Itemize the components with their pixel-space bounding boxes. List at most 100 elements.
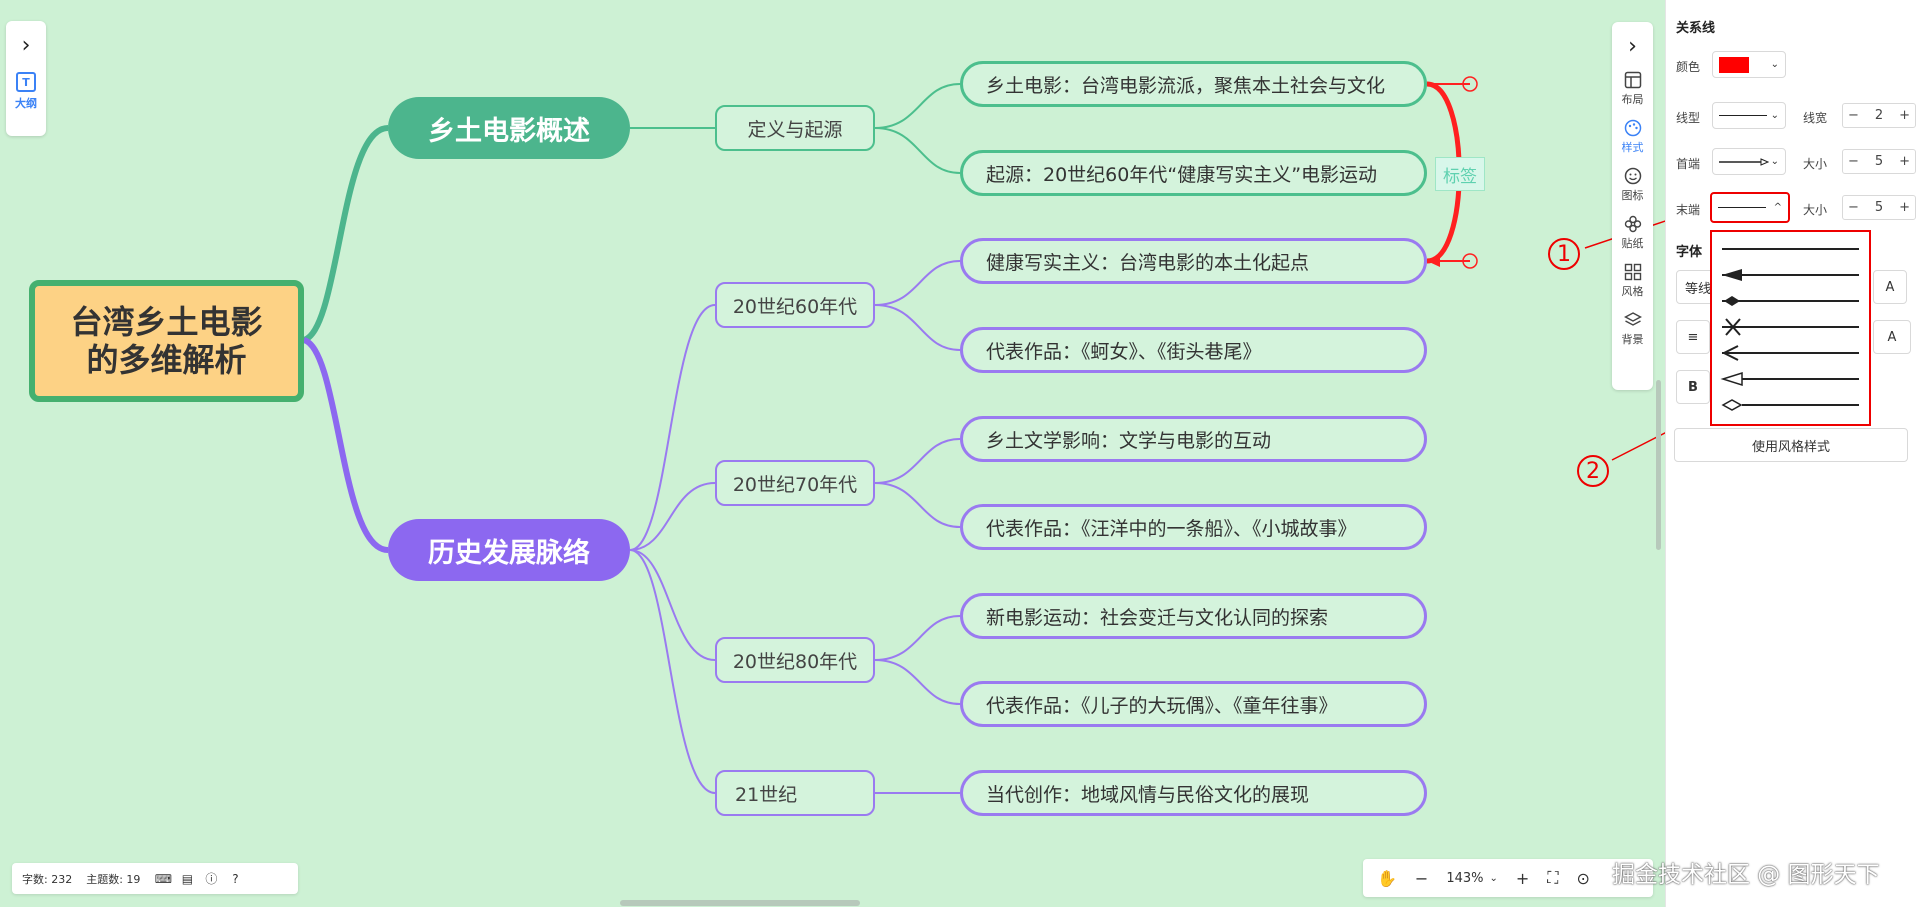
leaf-topic[interactable]: 代表作品：《儿子的大玩偶》、《童年往事》 [960,681,1427,727]
keyboard-icon[interactable]: ⌨ [154,871,173,886]
color-select[interactable]: ⌄ [1712,51,1786,78]
arrow-option-open[interactable] [1718,342,1863,364]
topic-count: 主题数: 19 [86,872,141,886]
smiley-icon [1622,165,1644,187]
leaf-topic[interactable]: 健康写实主义：台湾电影的本土化起点 [960,238,1427,284]
line-type-label: 线型 [1676,111,1701,125]
use-theme-style-button[interactable]: 使用风格样式 [1674,428,1908,462]
leaf-topic[interactable]: 代表作品：《蚵女》、《街头巷尾》 [960,327,1427,373]
mindmap-canvas[interactable]: 台湾乡土电影的多维解析 乡土电影概述 历史发展脉络 定义与起源 乡土电影：台湾电… [0,0,1665,907]
leaf-topic[interactable]: 乡土电影：台湾电影流派，聚焦本土社会与文化 [960,61,1427,107]
end-label: 末端 [1676,203,1701,217]
color-swatch [1719,56,1749,73]
plus-icon[interactable]: + [1899,108,1910,123]
start-size-label: 大小 [1803,157,1828,171]
bold-button[interactable]: B [1676,370,1710,404]
help-icon[interactable]: ? [232,871,239,886]
outline-button[interactable]: T 大纲 [15,72,37,111]
align-left-icon[interactable]: ≡ [1676,320,1710,354]
palette-icon [1622,117,1644,139]
info-icon[interactable]: ⓘ [205,872,218,886]
end-size-stepper[interactable]: −5+ [1842,195,1916,220]
end-arrow-select[interactable]: ^ [1710,192,1790,223]
minus-icon[interactable]: − [1848,154,1859,169]
start-label: 首端 [1676,157,1701,171]
chevron-up-icon: ^ [1773,202,1782,213]
subtopic-1980s[interactable]: 20世纪80年代 [715,637,875,683]
collapse-chevron-icon[interactable]: › [1628,34,1637,59]
subtopic-1970s[interactable]: 20世纪70年代 [715,460,875,506]
chevron-down-icon: ⌄ [1770,156,1779,167]
subtopic-1960s[interactable]: 20世纪60年代 [715,282,875,328]
tool-sticker[interactable]: 贴纸 [1622,213,1644,251]
vertical-scrollbar[interactable] [1656,380,1661,550]
layout-toggle-icon[interactable]: ▤ [181,871,194,886]
zoom-out-icon[interactable]: − [1414,868,1429,888]
font-color-select[interactable]: A [1873,320,1911,354]
zoom-value[interactable]: 143% [1446,870,1484,886]
tool-style[interactable]: 样式 [1622,117,1644,155]
chevron-down-icon: ⌄ [1770,59,1779,70]
chevron-down-icon[interactable]: ⌄ [1489,872,1498,884]
tool-background[interactable]: 背景 [1622,309,1644,347]
font-size-increase[interactable]: A [1873,270,1907,304]
arrow-option-filled-triangle[interactable] [1718,264,1863,286]
start-arrow-select[interactable]: ⌄ [1712,148,1786,175]
right-toolbar: › 布局 样式 图标 贴纸 风格 背景 [1612,22,1653,390]
leaf-topic[interactable]: 当代创作：地域风情与民俗文化的展现 [960,770,1427,816]
grid-icon [1622,261,1644,283]
tool-icon[interactable]: 图标 [1622,165,1644,203]
arrow-option-diamond-filled[interactable] [1718,290,1863,312]
relation-label[interactable]: 标签 [1435,157,1485,191]
horizontal-scrollbar[interactable] [620,900,860,906]
text-icon: T [16,72,36,92]
end-arrow-dropdown [1710,230,1871,426]
subtopic-21st-century[interactable]: 21世纪 [715,770,875,816]
annotation-marker-1: 1 [1548,238,1580,270]
minus-icon[interactable]: − [1848,108,1859,123]
line-width-stepper[interactable]: −2+ [1842,103,1916,128]
end-size-label: 大小 [1803,203,1828,217]
font-section-title: 字体 [1676,245,1703,260]
tool-theme[interactable]: 风格 [1622,261,1644,299]
plus-icon[interactable]: + [1899,200,1910,215]
leaf-topic[interactable]: 代表作品：《汪洋中的一条船》、《小城故事》 [960,504,1427,550]
arrow-option-cross[interactable] [1718,316,1863,338]
minus-icon[interactable]: − [1848,200,1859,215]
leaf-topic[interactable]: 乡土文学影响：文学与电影的互动 [960,416,1427,462]
layers-icon [1622,309,1644,331]
leaf-topic[interactable]: 起源：20世纪60年代“健康写实主义”电影运动 [960,150,1427,196]
line-width-label: 线宽 [1803,111,1828,125]
zoom-bar: ✋ − 143% ⌄ + ⛶ ⊙ [1363,859,1653,897]
locate-icon[interactable]: ⊙ [1576,868,1590,888]
branch-overview[interactable]: 乡土电影概述 [388,97,630,159]
branch-history[interactable]: 历史发展脉络 [388,519,630,581]
left-panel: › T 大纲 [6,21,46,136]
color-label: 颜色 [1676,60,1701,74]
root-topic[interactable]: 台湾乡土电影的多维解析 [29,280,304,402]
plus-icon[interactable]: + [1899,154,1910,169]
line-preview-icon [1718,207,1766,208]
watermark: 掘金技术社区 @ 图形天下 [1612,862,1880,888]
line-preview-icon [1719,115,1767,116]
leaf-topic[interactable]: 新电影运动：社会变迁与文化认同的探索 [960,593,1427,639]
word-count: 字数: 232 [22,872,73,886]
status-bar: 字数: 232 主题数: 19 ⌨ ▤ ⓘ ? [12,863,298,894]
flower-icon [1622,213,1644,235]
section-title: 关系线 [1676,21,1716,36]
fit-screen-icon[interactable]: ⛶ [1547,868,1559,887]
chevron-down-icon: ⌄ [1770,110,1779,121]
expand-chevron-icon[interactable]: › [21,33,31,58]
arrow-option-hollow-diamond[interactable] [1718,394,1863,416]
line-type-select[interactable]: ⌄ [1712,102,1786,129]
annotation-marker-2: 2 [1577,455,1609,487]
arrow-option-none[interactable] [1718,238,1863,260]
hand-icon[interactable]: ✋ [1377,868,1397,888]
layout-icon [1622,69,1644,91]
arrow-preview-icon [1719,157,1769,166]
tool-layout[interactable]: 布局 [1622,69,1644,107]
zoom-in-icon[interactable]: + [1515,868,1530,888]
start-size-stepper[interactable]: −5+ [1842,149,1916,174]
arrow-option-hollow-triangle[interactable] [1718,368,1863,390]
subtopic-definition[interactable]: 定义与起源 [715,105,875,151]
